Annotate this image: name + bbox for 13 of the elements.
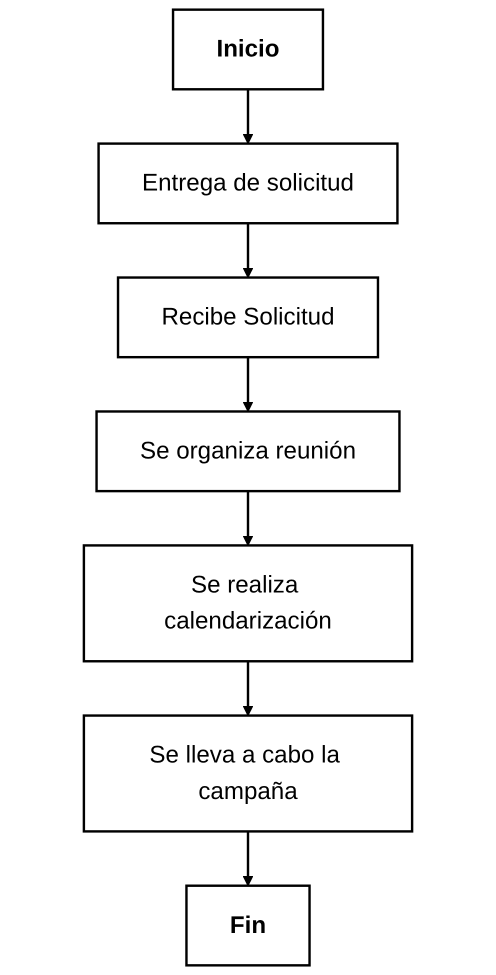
node-box: Entrega de solicitud <box>97 142 399 224</box>
arrow <box>242 223 254 278</box>
arrow <box>242 357 254 412</box>
node-box: Fin <box>185 884 311 967</box>
arrow <box>242 89 254 144</box>
arrow <box>242 491 254 546</box>
arrow <box>242 661 254 716</box>
node-box: Se lleva a cabo la campaña <box>82 714 414 833</box>
node-box: Se realiza calendarización <box>82 544 414 662</box>
node-box: Se organiza reunión <box>95 410 401 492</box>
arrow <box>242 831 254 886</box>
node-box: Inicio <box>172 8 324 90</box>
node-box: Recibe Solicitud <box>116 276 380 358</box>
